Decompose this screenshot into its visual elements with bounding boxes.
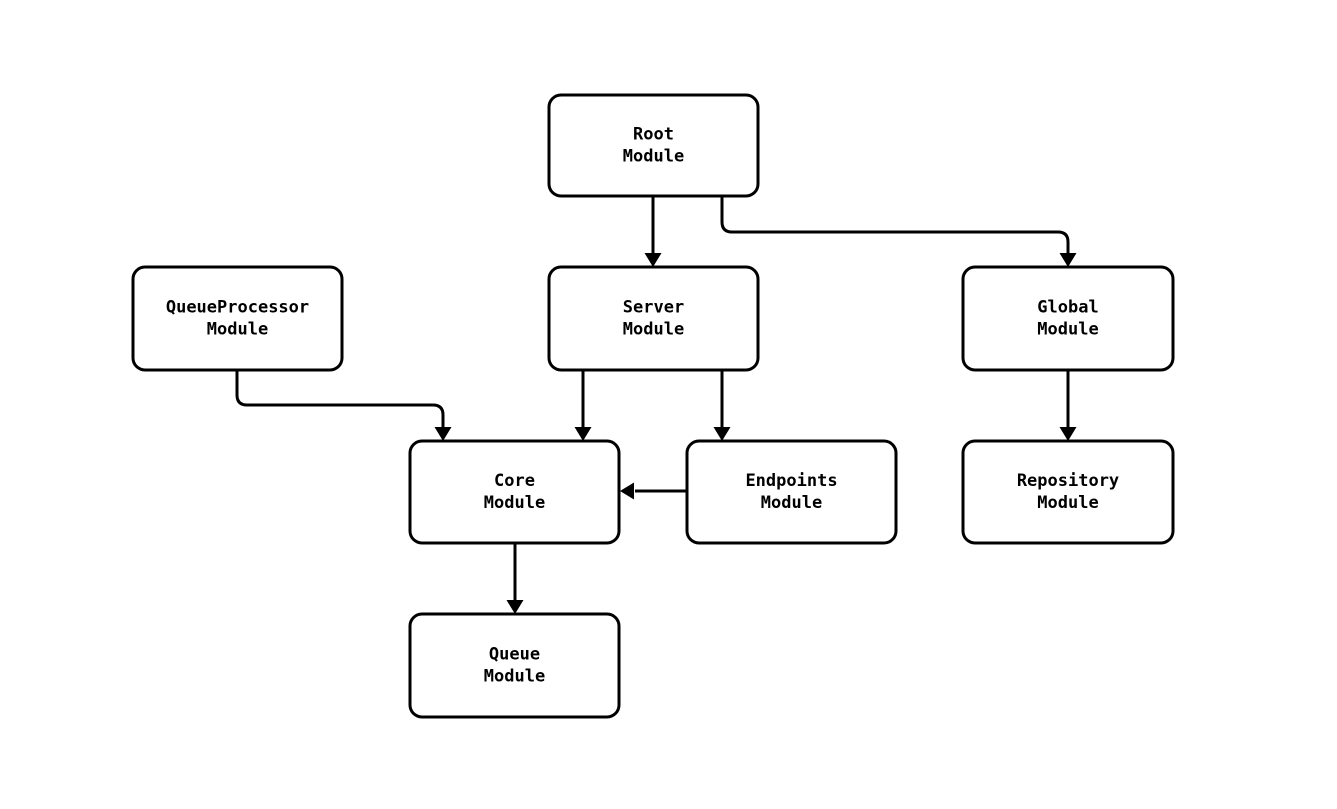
nodes-layer: RootModuleQueueProcessorModuleServerModu…: [131, 93, 1175, 719]
node-label-line2: Module: [761, 493, 822, 513]
node-label-line1: Repository: [1017, 471, 1119, 491]
edge-server-to-core: [574, 370, 592, 441]
arrow-head-icon: [1059, 253, 1077, 267]
node-label-line2: Module: [484, 493, 545, 513]
edge-root-to-global: [720, 196, 1077, 267]
node-label-line2: Module: [623, 320, 684, 340]
node-box[interactable]: [408, 612, 621, 719]
node-box[interactable]: [685, 439, 898, 545]
node-box[interactable]: [547, 265, 760, 372]
arrow-head-icon: [644, 253, 662, 267]
node-box[interactable]: [547, 93, 760, 198]
node-label-line2: Module: [623, 147, 684, 167]
node-box[interactable]: [131, 265, 344, 372]
arrow-head-icon: [574, 427, 592, 441]
edge-queueprocessor-to-core: [235, 370, 452, 441]
arrow-head-icon: [506, 600, 524, 614]
node-box[interactable]: [408, 439, 621, 545]
node-label-line1: Root: [633, 125, 674, 145]
node-label-line1: Server: [623, 298, 684, 318]
edge-server-to-endpoints: [713, 370, 731, 441]
edge-global-to-repository: [1059, 370, 1077, 441]
node-box[interactable]: [961, 439, 1175, 545]
node-label-line1: Queue: [489, 645, 540, 665]
edge-core-to-queue: [506, 543, 524, 614]
node-label-line2: Module: [1037, 493, 1098, 513]
edge-endpoints-to-core: [620, 482, 687, 500]
edge-root-to-server: [644, 196, 662, 267]
arrow-head-icon: [434, 427, 452, 441]
arrow-head-icon: [1059, 427, 1077, 441]
node-label-line2: Module: [484, 667, 545, 687]
node-label-line2: Module: [1037, 320, 1098, 340]
node-label-line1: Endpoints: [745, 471, 837, 491]
node-label-line1: Core: [494, 471, 535, 491]
arrow-head-icon: [713, 427, 731, 441]
edge-line: [235, 370, 445, 428]
edge-line: [720, 196, 1070, 254]
node-label-line1: Global: [1037, 298, 1098, 318]
node-box[interactable]: [961, 265, 1175, 372]
node-label-line2: Module: [207, 320, 268, 340]
node-label-line1: QueueProcessor: [166, 298, 309, 318]
arrow-head-icon: [620, 482, 634, 500]
edges-layer: [235, 196, 1077, 614]
